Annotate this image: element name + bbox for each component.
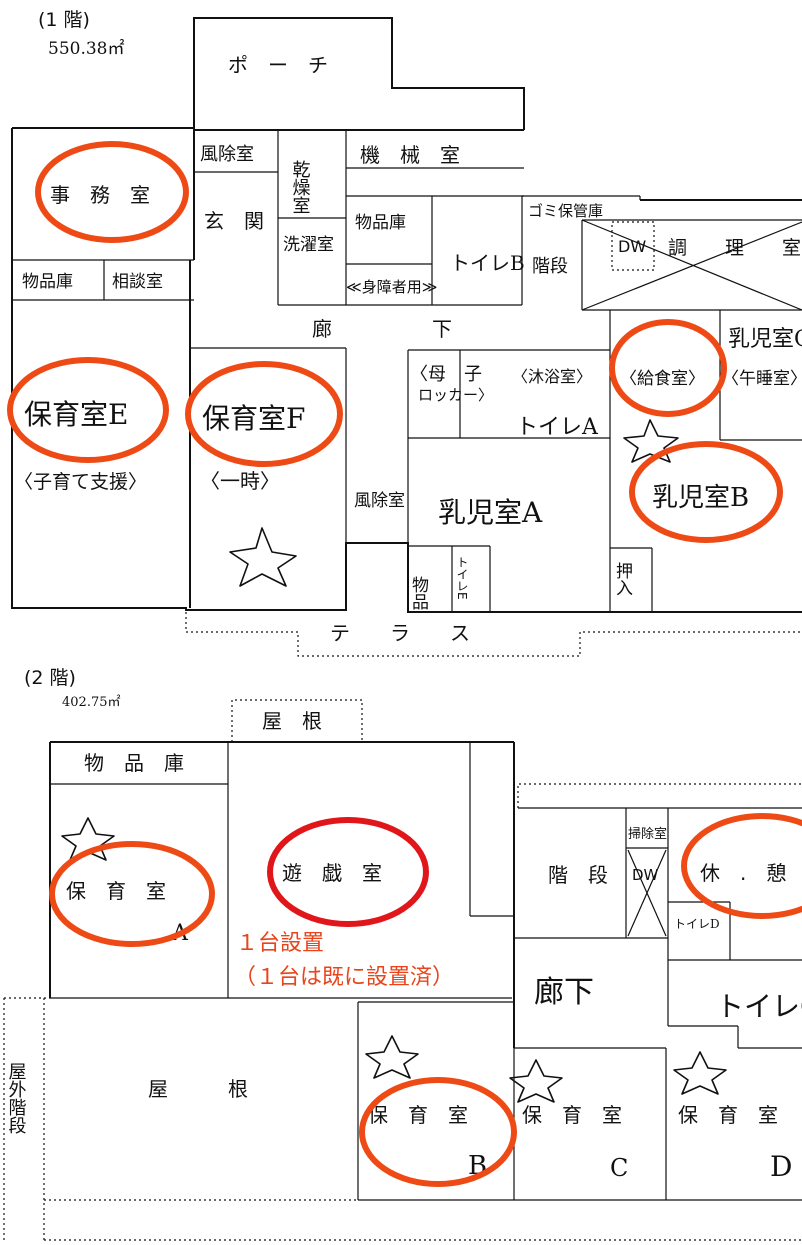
corridor1-label: 廊 下 (312, 317, 452, 341)
highlight-nurseryF (185, 361, 343, 467)
dw1-label: DW (618, 237, 646, 256)
outdoor-stairs-label: 屋外階段 (6, 1062, 27, 1134)
floor2-header: (2 階) 402.75㎡ (24, 667, 121, 710)
highlight-playroom (267, 817, 429, 927)
porch-label: ポ ー チ (228, 53, 328, 77)
nurseryF-sub-label: 〈一時〉 (200, 469, 280, 493)
storeroom2-label: 物 品 庫 (84, 751, 184, 775)
toiletE-label: トイレE (455, 556, 469, 600)
locker-label: ロッカー〉 (418, 386, 493, 404)
consult-label: 相談室 (112, 272, 163, 292)
stairs-label: 階段 (532, 256, 568, 277)
toiletD-label: トイレD (674, 917, 720, 931)
install-note-line2: （１台は既に設置済） (234, 965, 454, 990)
nurseryF-label: 保育室F (202, 402, 305, 435)
toiletB-label: トイレB (450, 251, 525, 275)
star-icon (509, 1059, 563, 1103)
floor2-area: 402.75㎡ (62, 695, 121, 710)
floor1-labels: ポ ー チ 事 務 室 物品庫 相談室 風除室 乾燥室 機 械 室 玄 関 洗濯… (14, 53, 802, 645)
highlight-serving (609, 319, 727, 417)
highlight-infantB (629, 441, 783, 543)
star-icon (229, 527, 297, 587)
install-note-line1: １台設置 (236, 931, 324, 956)
floor1-title: (1 階) (38, 9, 90, 31)
storeroom-left-label: 物品庫 (22, 272, 73, 292)
stairs2-label: 階 段 (548, 863, 608, 887)
highlight-nurseryB (359, 1077, 517, 1187)
dryroom-label: 乾燥室 (290, 160, 311, 214)
storeroom-mid-label: 物品庫 (355, 213, 406, 233)
cleaner-label: 掃除室 (628, 826, 667, 842)
nurseryC-letter: C (610, 1154, 628, 1182)
infantA-label: 乳児室A (438, 496, 543, 529)
floor1-walls (11, 17, 802, 657)
highlight-nurseryA (49, 841, 215, 947)
windbreak-top-label: 風除室 (200, 144, 254, 165)
floor1-highlights (7, 141, 783, 543)
floor1-area: 550.38㎡ (48, 39, 124, 59)
nurseryD-label: 保 育 室 (678, 1103, 778, 1127)
star-icon (623, 419, 679, 463)
highlight-nurseryE (7, 357, 169, 463)
closet-label: 押入 (612, 562, 633, 596)
toiletA-label: トイレA (516, 415, 599, 440)
corridor2-label: 廊下 (534, 975, 594, 1010)
machine-label: 機 械 室 (360, 143, 460, 167)
office-label: 事 務 室 (50, 183, 150, 207)
mother-child-label: 〈母 子 (410, 364, 482, 385)
windbreak-low-label: 風除室 (354, 491, 405, 511)
nurseryA-label: 保 育 室 (66, 879, 166, 903)
highlight-rest (681, 813, 802, 919)
nurseryE-label: 保育室E (24, 398, 128, 431)
rest-label: 休 . 憩 (700, 861, 786, 885)
nurseryD-letter: D (770, 1150, 792, 1183)
entrance-label: 玄 関 (204, 209, 264, 233)
floor2-highlights (49, 813, 802, 1187)
terrace-label: テ ラ ス (330, 621, 470, 645)
disabled-toilet-label: ≪身障者用≫ (346, 278, 437, 296)
floor2-stars (61, 817, 727, 1103)
highlight-office (35, 141, 189, 243)
kitchen-label: 調 理 室 (668, 237, 801, 259)
install-note: １台設置 （１台は既に設置済） (234, 931, 454, 990)
star-icon (365, 1035, 419, 1079)
nurseryE-sub-label: 〈子育て支援〉 (14, 471, 147, 493)
floor2-walls (3, 699, 802, 1241)
playroom-label: 遊 戯 室 (282, 861, 382, 885)
floor1-stars (229, 419, 679, 587)
nap-label: 〈午睡室〉 (722, 369, 802, 389)
roof-top-label: 屋 根 (262, 709, 322, 733)
roof-big-label: 屋 根 (148, 1077, 248, 1101)
toiletC-label: トイレC (716, 990, 802, 1023)
laundry-label: 洗濯室 (283, 235, 334, 255)
nurseryC-label: 保 育 室 (522, 1103, 622, 1127)
serving-label: 〈給食室〉 (620, 369, 705, 389)
dw2-label: DW (632, 866, 659, 884)
floor1-header: (1 階) 550.38㎡ (38, 9, 124, 59)
star-icon (673, 1051, 727, 1095)
infantB-label: 乳児室B (652, 483, 749, 513)
nurseryB-label: 保 育 室 (368, 1103, 468, 1127)
floor2-title: (2 階) (24, 667, 76, 689)
bath-label: 〈沐浴室〉 (512, 367, 592, 386)
floor2-labels: 屋 根 物 品 庫 遊 戯 室 保 育 室 A 階 段 DW 掃除室 休 . 憩… (6, 709, 802, 1183)
storeroom-small-label: 物品 (408, 576, 429, 610)
garbage-label: ゴミ保管庫 (528, 202, 603, 220)
infantC-label: 乳児室C (728, 327, 802, 352)
